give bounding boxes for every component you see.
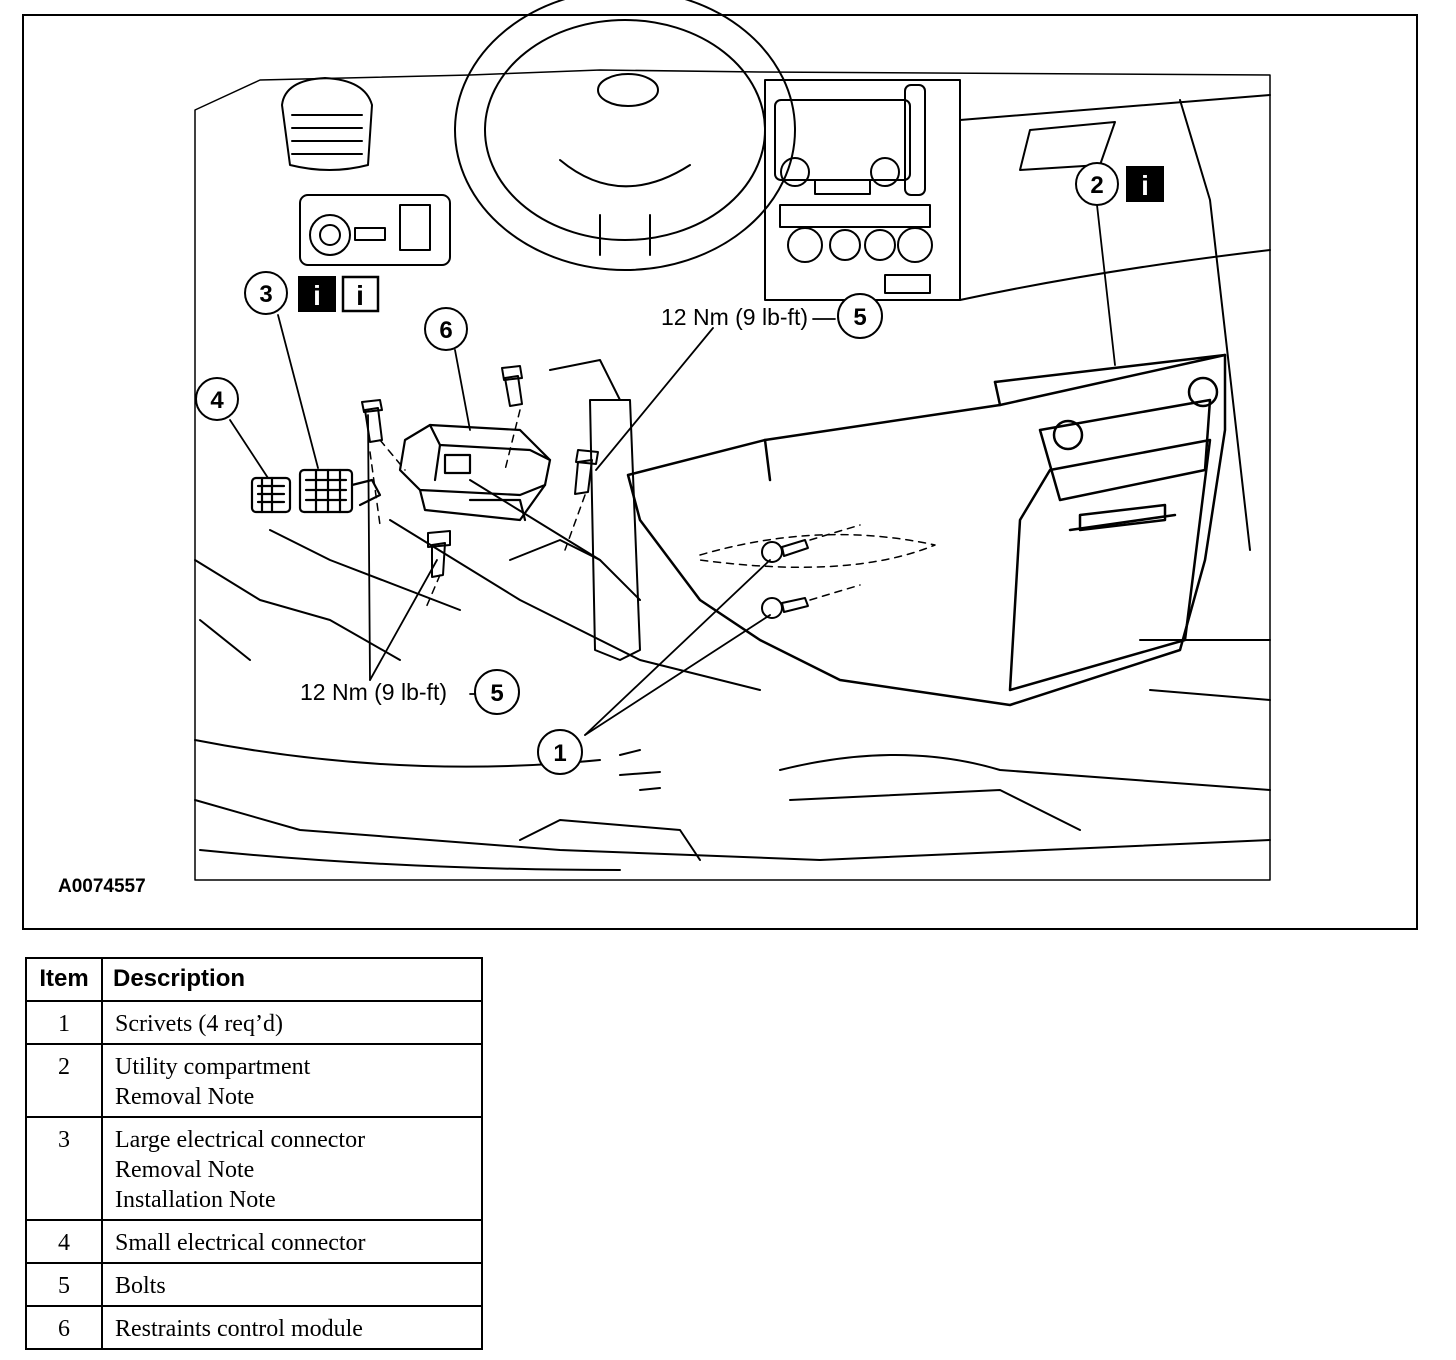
description-line: Removal Note <box>115 1084 255 1110</box>
svg-text:i: i <box>356 280 364 311</box>
steering-wheel <box>454 0 796 271</box>
passenger-dash <box>959 94 1271 551</box>
figure-id: A0074557 <box>58 876 146 897</box>
callout-5-lower: 12 Nm (9 lb-ft) 5 <box>300 669 520 715</box>
utility-compartment <box>626 353 1227 707</box>
callout-6: 6 <box>424 307 468 351</box>
mounting-bracket <box>389 359 761 691</box>
legend-item-number: 4 <box>25 1219 103 1264</box>
callout-1: 1 <box>537 729 583 775</box>
legend-item-number: 3 <box>25 1116 103 1221</box>
svg-text:5: 5 <box>490 680 503 707</box>
air-vent <box>281 77 373 171</box>
legend-header-item: Item <box>25 957 103 1002</box>
description-line: Bolts <box>115 1273 166 1299</box>
svg-text:i: i <box>1141 170 1149 201</box>
svg-text:1: 1 <box>553 740 566 767</box>
table-row: 5 Bolts <box>25 1262 483 1307</box>
table-row: 4 Small electrical connector <box>25 1219 483 1264</box>
legend-item-description: Bolts <box>101 1262 483 1307</box>
bolt-upper-left <box>361 399 383 443</box>
bolt-lower <box>427 530 451 578</box>
description-line: Restraints control module <box>115 1316 363 1342</box>
bolt-upper-right <box>574 449 599 495</box>
info-icon-filled: i <box>1126 166 1164 202</box>
table-row: 1 Scrivets (4 req’d) <box>25 1000 483 1045</box>
callout-3: 3 i i <box>244 271 380 315</box>
legend-item-description: Restraints control module <box>101 1305 483 1350</box>
svg-text:12 Nm (9 lb-ft): 12 Nm (9 lb-ft) <box>661 304 808 330</box>
restraints-control-module <box>398 423 552 522</box>
info-icon-outline: i <box>341 275 380 313</box>
svg-text:i: i <box>313 280 321 311</box>
description-line: Removal Note <box>115 1157 255 1183</box>
dashboard-illustration: 2 i 3 i i 4 6 12 Nm (9 lb-ft) 5 12 Nm (9… <box>194 0 1271 881</box>
large-electrical-connector <box>298 468 382 514</box>
legend-item-number: 5 <box>25 1262 103 1307</box>
alignment-lines <box>369 409 936 611</box>
legend-header-row: Item Description <box>25 957 483 1002</box>
center-stack <box>764 79 961 301</box>
bolt-upper-mid <box>501 365 523 407</box>
legend-item-number: 1 <box>25 1000 103 1045</box>
headlamp-switch <box>299 194 451 266</box>
legend-item-number: 2 <box>25 1043 103 1118</box>
scrivet-upper <box>761 539 809 563</box>
legend-item-description: Small electrical connector <box>101 1219 483 1264</box>
small-electrical-connector <box>250 476 292 514</box>
legend-item-number: 6 <box>25 1305 103 1350</box>
svg-text:3: 3 <box>259 281 272 308</box>
callout-5-upper: 12 Nm (9 lb-ft) 5 <box>661 293 883 339</box>
description-line: Utility compartment <box>115 1054 311 1080</box>
description-line: Scrivets (4 req’d) <box>115 1011 283 1037</box>
description-line: Small electrical connector <box>115 1230 366 1256</box>
table-row: 6 Restraints control module <box>25 1305 483 1350</box>
legend-header-description: Description <box>101 957 483 1002</box>
info-icon-filled: i <box>298 276 336 312</box>
svg-text:4: 4 <box>210 387 224 414</box>
description-line: Installation Note <box>115 1187 276 1213</box>
svg-text:12 Nm (9 lb-ft): 12 Nm (9 lb-ft) <box>300 679 447 705</box>
scrivet-lower <box>761 597 809 619</box>
svg-text:5: 5 <box>853 304 866 331</box>
callout-4: 4 <box>195 377 239 421</box>
description-line: Large electrical connector <box>115 1127 366 1153</box>
callout-2: 2 i <box>1075 162 1164 206</box>
leader-lines <box>229 204 1116 736</box>
svg-text:6: 6 <box>439 317 452 344</box>
svg-text:2: 2 <box>1090 172 1103 199</box>
legend-item-description: Scrivets (4 req’d) <box>101 1000 483 1045</box>
